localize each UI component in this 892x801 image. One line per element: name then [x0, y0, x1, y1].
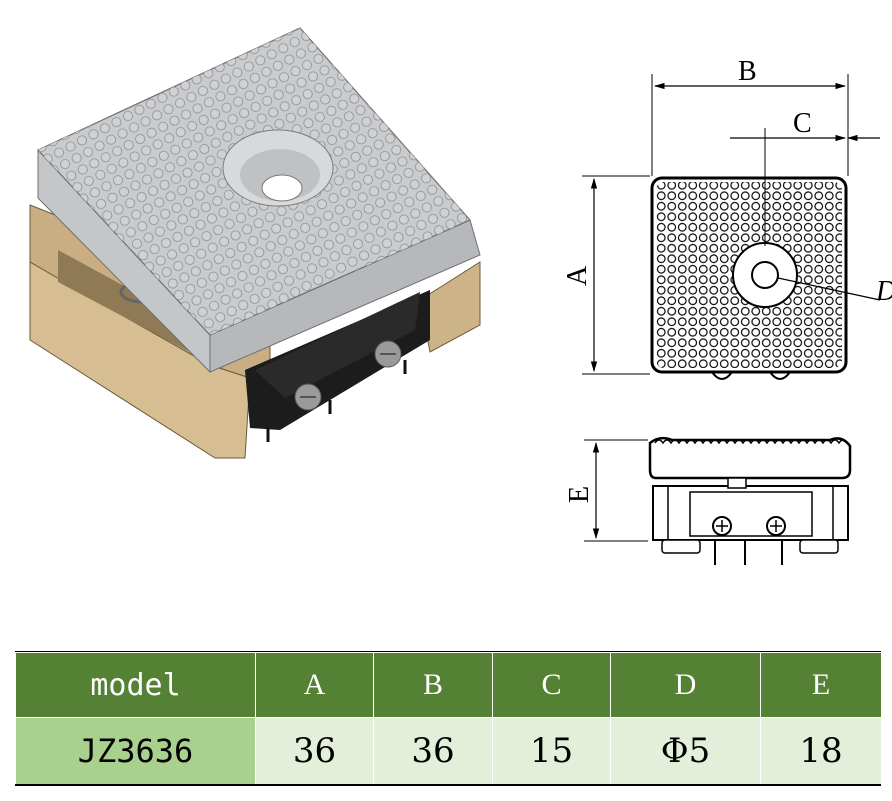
- header-a: A: [255, 652, 374, 718]
- header-c: C: [492, 652, 611, 718]
- header-e: E: [760, 652, 882, 718]
- dim-label-c: C: [793, 108, 812, 139]
- dim-label-d: D: [875, 276, 892, 307]
- cell-model: JZ3636: [15, 717, 256, 785]
- cell-e: 18: [760, 717, 882, 785]
- dim-label-a: A: [562, 265, 593, 286]
- dim-label-e: E: [564, 486, 595, 503]
- spec-table: model A B C D E JZ3636 36 36 15 Φ5 18: [15, 652, 882, 785]
- table-header-row: model A B C D E: [15, 652, 882, 718]
- side-view-drawing: [584, 436, 852, 565]
- table-bottom-rule: [15, 784, 881, 786]
- cell-b: 36: [373, 717, 493, 785]
- header-b: B: [373, 652, 493, 718]
- cell-c: 15: [492, 717, 611, 785]
- top-view-drawing: [582, 74, 881, 380]
- cell-a: 36: [255, 717, 374, 785]
- dim-label-b: B: [738, 56, 757, 87]
- cell-d: Φ5: [610, 717, 761, 785]
- header-model: model: [15, 652, 256, 718]
- product-illustration: B C D A E: [29, 27, 892, 565]
- table-row: JZ3636 36 36 15 Φ5 18: [15, 717, 882, 785]
- isometric-render: [29, 27, 481, 459]
- header-d: D: [610, 652, 761, 718]
